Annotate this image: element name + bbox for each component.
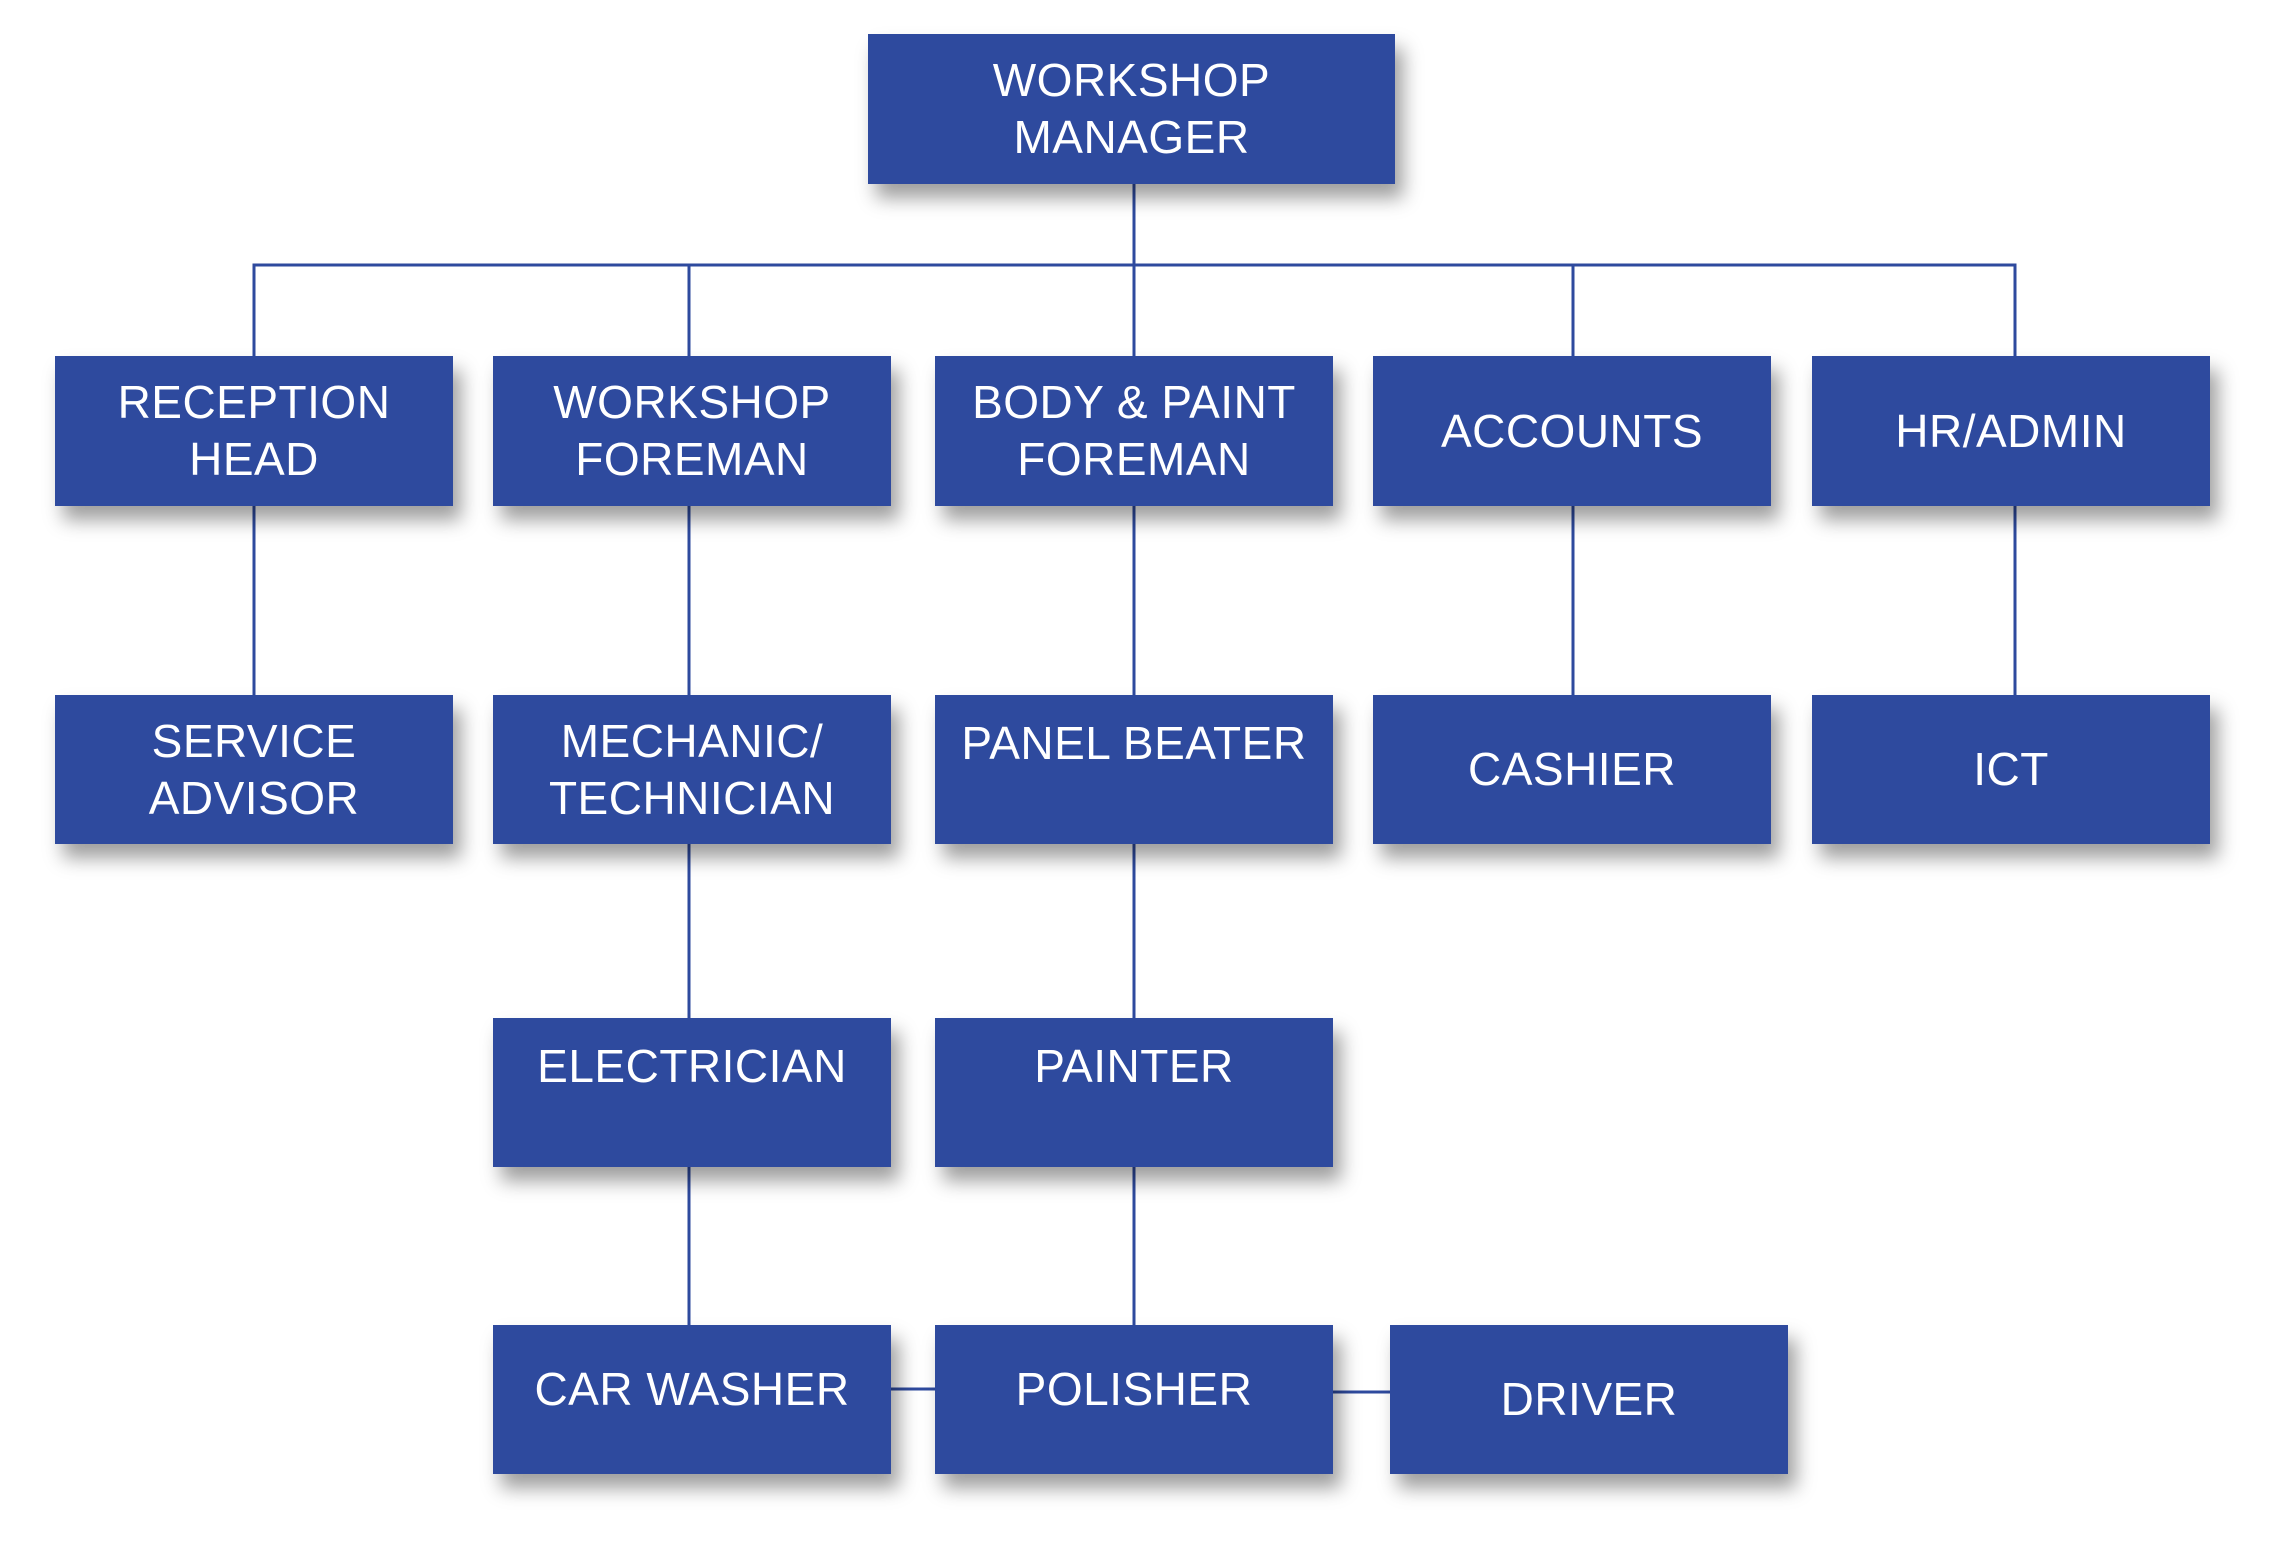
node-service-advisor: SERVICE ADVISOR xyxy=(55,695,453,844)
node-label: PANEL BEATER xyxy=(961,717,1307,769)
node-label: WORKSHOP MANAGER xyxy=(992,54,1271,163)
node-label: MECHANIC/ TECHNICIAN xyxy=(548,714,836,824)
node-cashier: CASHIER xyxy=(1373,695,1771,844)
node-workshop-manager: WORKSHOP MANAGER xyxy=(868,34,1395,184)
node-accounts: ACCOUNTS xyxy=(1373,356,1771,506)
node-label: CAR WASHER xyxy=(534,1363,850,1415)
node-reception-head: RECEPTION HEAD xyxy=(55,356,453,506)
node-workshop-foreman: WORKSHOP FOREMAN xyxy=(493,356,891,506)
node-label: RECEPTION HEAD xyxy=(117,376,391,485)
node-polisher: POLISHER xyxy=(935,1325,1333,1474)
node-label: ACCOUNTS xyxy=(1440,404,1704,457)
node-painter: PAINTER xyxy=(935,1018,1333,1167)
node-label: DRIVER xyxy=(1500,1373,1678,1425)
node-hr-admin: HR/ADMIN xyxy=(1812,356,2210,506)
node-label: BODY & PAINT FOREMAN xyxy=(972,376,1296,485)
node-driver: DRIVER xyxy=(1390,1325,1788,1474)
node-panel-beater: PANEL BEATER xyxy=(935,695,1333,844)
node-ict: ICT xyxy=(1812,695,2210,844)
node-body-paint-foreman: BODY & PAINT FOREMAN xyxy=(935,356,1333,506)
node-car-washer: CAR WASHER xyxy=(493,1325,891,1474)
node-label: ELECTRICIAN xyxy=(537,1040,847,1092)
node-label: ICT xyxy=(1973,743,2049,795)
node-label: PAINTER xyxy=(1034,1040,1234,1092)
node-label: WORKSHOP FOREMAN xyxy=(553,376,831,485)
node-label: CASHIER xyxy=(1468,743,1676,795)
node-electrician: ELECTRICIAN xyxy=(493,1018,891,1167)
node-label: HR/ADMIN xyxy=(1895,404,2127,457)
node-mechanic-technician: MECHANIC/ TECHNICIAN xyxy=(493,695,891,844)
node-label: SERVICE ADVISOR xyxy=(148,714,360,824)
node-label: POLISHER xyxy=(1015,1363,1253,1415)
